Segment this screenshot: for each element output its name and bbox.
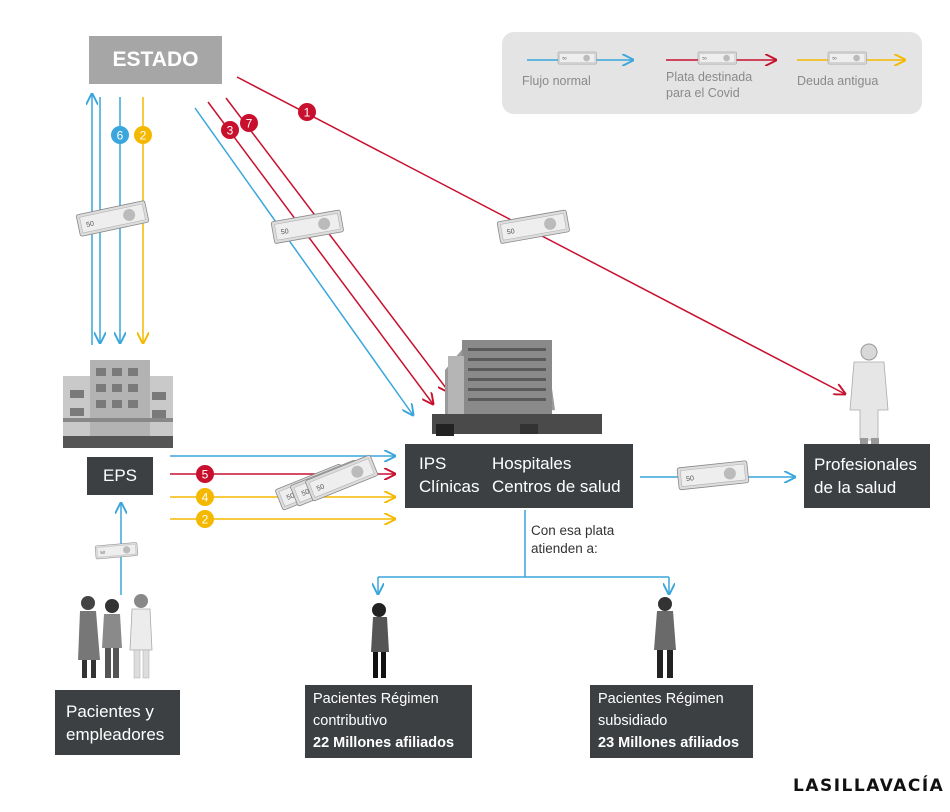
svg-text:2: 2 [202,513,209,527]
patient-contributivo-image [371,603,389,678]
subsidiado-label-1: Pacientes Régimen [598,691,724,707]
patients-employers-image [78,594,153,679]
hospital-building-image [432,340,602,436]
badge-6: 6 [111,126,129,144]
badge-4: 4 [196,488,214,506]
legend: Flujo normal Plata destinada para el Cov… [502,32,922,114]
money-bundle-estado-profesionales [496,209,571,245]
legend-covid-label-1: Plata destinada [666,70,753,84]
subsidiado-afiliados: 23 Millones afiliados [598,735,740,751]
estado-to-ips-blue-arrow [194,107,413,415]
svg-text:6: 6 [117,129,124,143]
eps-box: EPS [87,457,153,495]
legend-covid-line [666,51,776,64]
svg-text:5: 5 [202,468,209,482]
ips-label-2: Clínicas [419,477,480,496]
svg-text:2: 2 [140,129,147,143]
legend-covid-label-2: para el Covid [666,86,740,100]
contributivo-label-1: Pacientes Régimen [313,691,439,707]
eps-building-image [63,360,173,448]
legend-normal-line [527,51,633,64]
hospitales-label-2: Centros de salud [492,477,621,496]
svg-text:7: 7 [246,117,253,131]
badge-5: 5 [196,465,214,483]
contributivo-box: Pacientes Régimen contributivo 22 Millon… [305,685,472,758]
contributivo-afiliados: 22 Millones afiliados [313,735,455,751]
pacientes-empleadores-box: Pacientes y empleadores [55,690,180,755]
la-silla-vacia-logo: LASILLAVACÍA [793,776,945,796]
subsidiado-box: Pacientes Régimen subsidiado 23 Millones… [590,685,753,758]
money-bundle-ips-profesionales [676,460,750,491]
flow-3-arrow [207,101,433,404]
health-professional-image [849,343,889,444]
pacientes-empleadores-label-1: Pacientes y [66,702,154,721]
legend-deuda-label: Deuda antigua [797,74,879,88]
profesionales-label-2: de la salud [814,478,897,497]
money-bundle-pacientes-eps [94,542,139,560]
split-to-regimes-connector [378,510,669,578]
badge-2-top: 2 [134,126,152,144]
badge-3: 3 [221,121,239,139]
ips-hospitales-box: IPS Clínicas Hospitales Centros de salud [405,444,633,508]
caption-line-2: atienden a: [531,541,598,556]
ips-label-1: IPS [419,454,447,473]
profesionales-box: Profesionales de la salud [804,444,930,508]
caption-line-1: Con esa plata [531,523,615,538]
svg-text:1: 1 [304,106,311,120]
legend-deuda-line [797,51,905,64]
patient-subsidiado-image [654,597,676,678]
flow-7-arrow [225,97,449,392]
contributivo-label-2: contributivo [313,713,388,729]
badge-7: 7 [240,114,258,132]
legend-normal-label: Flujo normal [522,74,591,88]
eps-label: EPS [102,466,138,485]
hospitales-label-1: Hospitales [492,454,572,473]
money-bundle-eps-ips [274,454,379,511]
subsidiado-label-2: subsidiado [598,713,668,729]
badge-2-bottom: 2 [196,510,214,528]
pacientes-empleadores-label-2: empleadores [66,725,165,744]
badge-1: 1 [298,103,316,121]
estado-box: ESTADO [89,36,222,84]
money-bundle-estado-eps [75,199,150,238]
profesionales-label-1: Profesionales [814,455,918,474]
svg-text:4: 4 [202,491,209,505]
estado-label: ESTADO [112,48,199,71]
svg-text:3: 3 [227,124,234,138]
